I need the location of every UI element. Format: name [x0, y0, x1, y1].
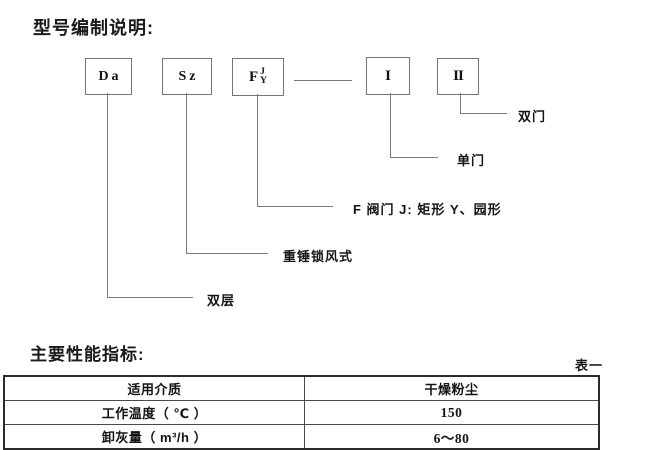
table-row: 卸灰量（ m³/h ） 6～80: [3, 424, 600, 450]
box-fjy-label: F J Y: [248, 66, 268, 87]
row-temperature-value: 150: [304, 400, 600, 425]
diagram-box-two: II: [437, 58, 479, 95]
table-row: 工作温度（ ℃ ） 150: [3, 400, 600, 425]
label-double-layer: 双层: [207, 293, 236, 308]
row-medium-value: 干燥粉尘: [304, 375, 600, 401]
box-two-label: II: [453, 68, 464, 84]
box-sz-label: Sz: [178, 68, 199, 84]
label-valve-note: F 阀门 J: 矩形 Y、园形: [353, 202, 502, 217]
diagram-box-fjy: F J Y: [232, 58, 284, 96]
label-double-door: 双门: [518, 109, 547, 124]
row-discharge-name: 卸灰量（ m³/h ）: [3, 424, 305, 450]
connector-two-vertical: [460, 93, 461, 113]
connector-fjy-vertical: [257, 94, 258, 206]
row-temperature-name: 工作温度（ ℃ ）: [3, 400, 305, 425]
diagram-box-da: Da: [85, 58, 132, 95]
diagram-box-sz: Sz: [162, 58, 212, 95]
connector-sz-vertical: [186, 93, 187, 253]
box-da-label: Da: [98, 68, 122, 84]
table-number-label: 表一: [575, 358, 604, 373]
connector-fjy-horizontal: [257, 206, 333, 207]
connector-one-vertical: [390, 93, 391, 157]
label-hammer-lock: 重锤锁风式: [283, 249, 354, 264]
box-fjy-main: F: [248, 68, 259, 85]
diagram-dash-line: [294, 80, 352, 81]
performance-table: 适用介质 干燥粉尘 工作温度（ ℃ ） 150 卸灰量（ m³/h ） 6～80: [3, 375, 600, 450]
page-title: 型号编制说明:: [33, 18, 154, 38]
diagram-box-one: I: [366, 57, 410, 95]
section-title-performance: 主要性能指标:: [30, 345, 145, 364]
connector-one-horizontal: [390, 157, 438, 158]
box-fjy-bottom: Y: [260, 76, 268, 86]
table-row: 适用介质 干燥粉尘: [3, 375, 600, 401]
box-fjy-stack: J Y: [260, 66, 268, 87]
box-fjy-top: J: [260, 66, 265, 77]
connector-two-horizontal: [460, 113, 507, 114]
connector-sz-horizontal: [186, 253, 268, 254]
row-discharge-value: 6～80: [304, 424, 600, 450]
connector-da-vertical: [107, 93, 108, 297]
label-single-door: 单门: [457, 153, 486, 168]
box-one-label: I: [385, 67, 391, 84]
connector-da-horizontal: [107, 297, 193, 298]
row-medium-name: 适用介质: [3, 375, 305, 401]
